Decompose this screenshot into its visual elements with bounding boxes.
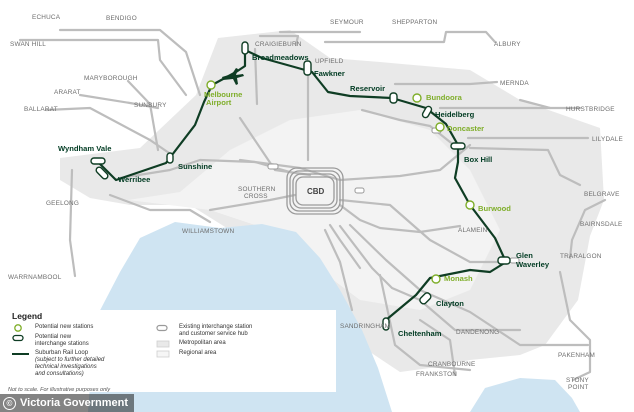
legend-potential-interchange: Potential new interchange stations: [12, 334, 89, 348]
disclaimer: Not to scale. For illustrative purposes …: [8, 387, 111, 393]
label-sunshine: Sunshine: [178, 162, 212, 171]
legend-regional-area-text: Regional area: [179, 350, 217, 356]
cbd-label: CBD: [307, 187, 325, 196]
label-frankston: FRANKSTON: [416, 371, 457, 378]
label-belgrave: BELGRAVE: [584, 191, 620, 198]
label-williamstown: WILLIAMSTOWN: [182, 228, 235, 235]
label-shepparton: SHEPPARTON: [392, 19, 438, 26]
label-reservoir: Reservoir: [350, 84, 385, 93]
label-bendigo: BENDIGO: [106, 15, 137, 22]
copyright-icon: ©: [3, 396, 16, 410]
label-upfield: UPFIELD: [315, 58, 344, 65]
label-alamein: ALAMEIN: [458, 227, 488, 234]
label-doncaster: Doncaster: [447, 124, 484, 133]
legend-metro-area-text: Metropolitan area: [179, 340, 226, 346]
label-ararat: ARARAT: [54, 89, 81, 96]
label-warrnambool: WARRNAMBOOL: [8, 274, 62, 281]
cbd-loop: [286, 167, 344, 215]
label-sunbury: SUNBURY: [134, 102, 167, 109]
label-sandringham: SANDRINGHAM: [340, 323, 390, 330]
regional-area-swatch: [156, 350, 174, 358]
label-mernda: MERNDA: [500, 80, 529, 87]
loop-station-markers: [90, 41, 511, 331]
label-swan-hill: SWAN HILL: [10, 41, 46, 48]
label-box-hill: Box Hill: [464, 155, 492, 164]
label-werribee: Werribee: [118, 175, 150, 184]
label-monash: Monash: [444, 274, 473, 283]
label-clayton: Clayton: [436, 299, 464, 308]
legend: Legend Potential new stations Potential …: [6, 310, 336, 392]
label-echuca: ECHUCA: [32, 14, 61, 21]
loop-line-icon: [12, 350, 30, 358]
potential-station-icon: [12, 324, 30, 332]
label-hurstbridge: HURSTBRIDGE: [566, 106, 615, 113]
legend-loop-title: Suburban Rail Loop: [35, 350, 89, 356]
label-wyndham-vale: Wyndham Vale: [58, 144, 111, 153]
label-lilydale: LILYDALE: [592, 136, 623, 143]
label-dandenong: DANDENONG: [456, 329, 499, 336]
legend-loop-note-2: technical investigations: [35, 364, 97, 370]
label-bairnsdale: BAIRNSDALE: [580, 221, 623, 228]
label-pakenham: PAKENHAM: [558, 352, 595, 359]
legend-potential-stations-text: Potential new stations: [35, 324, 94, 330]
label-bundoora: Bundoora: [426, 93, 463, 102]
label-albury: ALBURY: [494, 41, 521, 48]
existing-interchange-icon: [156, 324, 174, 332]
label-cranbourne: CRANBOURNE: [428, 361, 475, 368]
legend-loop-note-3: and consultations): [35, 371, 84, 377]
loop-station-labels: Wyndham Vale Werribee Sunshine Broadmead…: [58, 53, 550, 338]
legend-existing-interchange-line1: Existing interchange station: [179, 324, 253, 330]
metro-area-swatch: [156, 340, 174, 348]
legend-existing-interchange: Existing interchange station and custome…: [156, 324, 252, 338]
legend-existing-interchange-line2: and customer service hub: [179, 331, 248, 337]
label-heidelberg: Heidelberg: [435, 110, 475, 119]
legend-potential-interchange-line1: Potential new: [35, 334, 72, 340]
existing-rail-lines: [18, 28, 607, 382]
label-traralgon: TRARALGON: [560, 253, 602, 260]
legend-metro-area: Metropolitan area: [156, 340, 226, 348]
label-maryborough: MARYBOROUGH: [84, 75, 138, 82]
label-ballarat: BALLARAT: [24, 106, 58, 113]
legend-potential-stations: Potential new stations: [12, 324, 93, 332]
label-geelong: GEELONG: [46, 200, 79, 207]
label-burwood: Burwood: [478, 204, 511, 213]
label-cheltenham: Cheltenham: [398, 329, 442, 338]
legend-title: Legend: [12, 311, 43, 321]
suburban-rail-loop: [97, 48, 508, 321]
airplane-icon: [222, 68, 244, 85]
credit-bar: © Victoria Government: [0, 394, 134, 412]
label-craigieburn: CRAIGIEBURN: [255, 41, 302, 48]
place-labels: ECHUCA BENDIGO SEYMOUR SHEPPARTON SWAN H…: [8, 14, 623, 391]
label-broadmeadows: Broadmeadows: [252, 53, 309, 62]
existing-interchange-markers: [267, 127, 520, 264]
legend-suburban-rail-loop: Suburban Rail Loop (subject to further d…: [12, 350, 104, 378]
legend-loop-note-1: (subject to further detailed: [35, 357, 105, 363]
legend-potential-interchange-line2: interchange stations: [35, 341, 89, 347]
potential-interchange-icon: [12, 334, 30, 342]
label-fawkner: Fawkner: [314, 69, 345, 78]
label-seymour: SEYMOUR: [330, 19, 364, 26]
western-port: [470, 378, 580, 412]
potential-station-markers: [206, 80, 475, 284]
legend-regional-area: Regional area: [156, 350, 216, 358]
credit-text: Victoria Government: [20, 397, 128, 409]
